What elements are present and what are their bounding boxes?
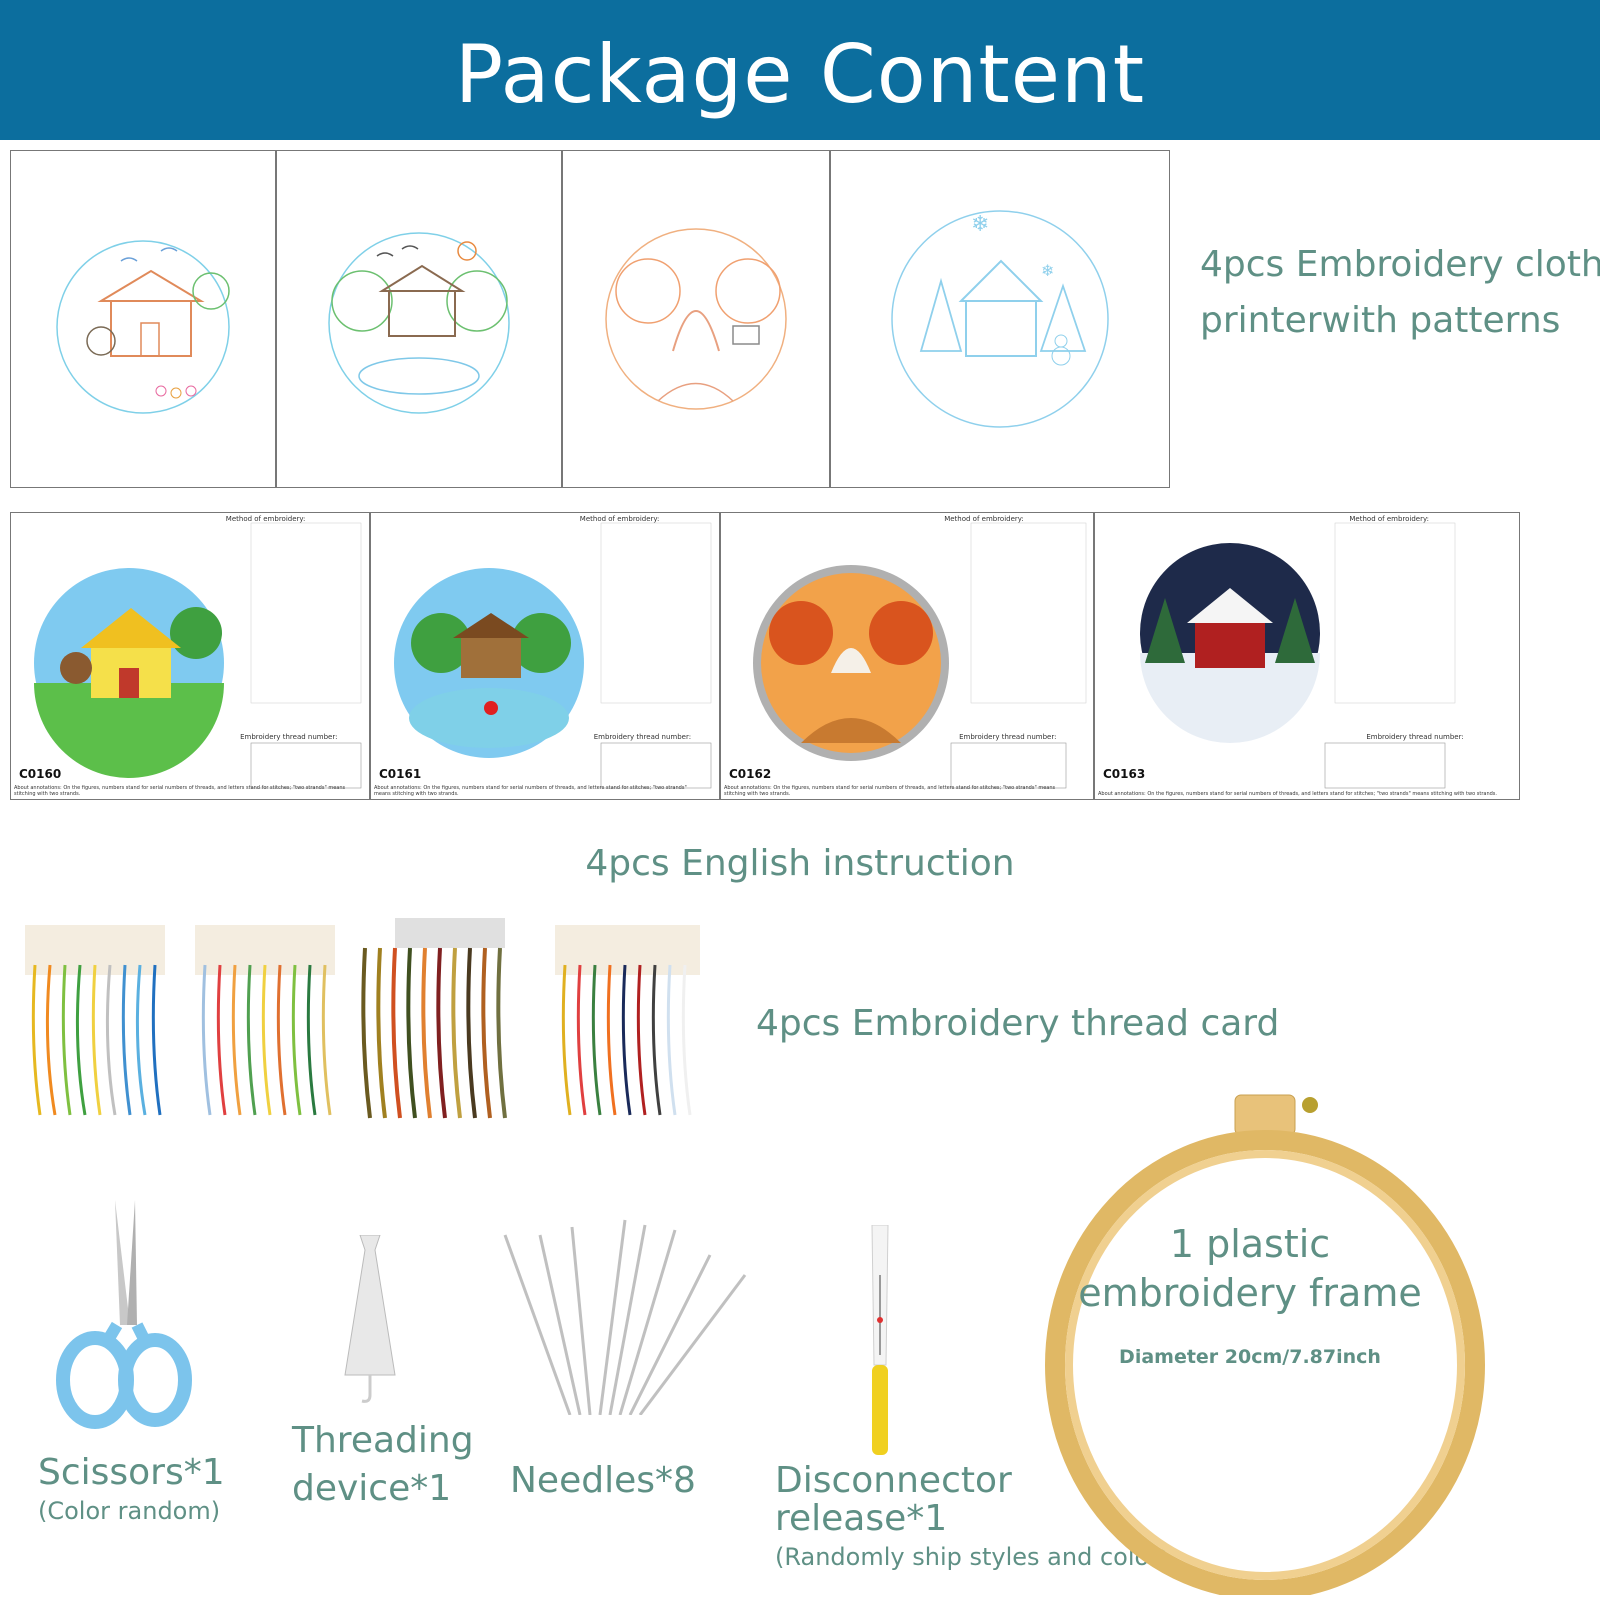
cloth-pattern-autumn-road — [605, 228, 787, 410]
ripper-note: (Randomly ship styles and color) — [775, 1543, 1169, 1571]
method-heading: Method of embroidery: — [579, 515, 660, 523]
annotation-note: About annotations: On the figures, numbe… — [14, 785, 346, 797]
method-heading: Method of embroidery: — [1349, 515, 1429, 523]
thread-card-caption: 4pcs Embroidery thread card — [756, 1003, 1280, 1044]
method-heading: Method of embroidery: — [225, 515, 306, 523]
pattern-code: C0160 — [19, 767, 62, 781]
instruction-illustration — [34, 522, 362, 789]
hoop-label-line1: 1 plastic — [1169, 1222, 1331, 1266]
svg-text:❄: ❄ — [971, 212, 989, 237]
thread-number-heading: Embroidery thread number: — [593, 733, 692, 741]
pattern-code: C0161 — [379, 767, 422, 781]
thread-number-heading: Embroidery thread number: — [959, 733, 1057, 741]
instruction-illustration — [394, 522, 712, 789]
instruction-card: Method of embroidery: Embroidery thread … — [1094, 512, 1520, 800]
needles-label: Needles*8 — [510, 1460, 696, 1501]
scissors-icon — [55, 1195, 195, 1435]
instruction-illustration — [1140, 522, 1456, 789]
instruction-card: Method of embroidery: Embroidery thread … — [720, 512, 1094, 800]
threader-icon — [340, 1235, 400, 1405]
needles-icon — [500, 1215, 750, 1415]
embroidery-cloth-panel — [562, 150, 830, 488]
cloth-pattern-winter-house: ❄ ❄ — [891, 210, 1109, 428]
thread-card-3 — [355, 918, 515, 1128]
pattern-code: C0162 — [729, 767, 772, 781]
threader-label-line1: Threading — [292, 1420, 474, 1461]
embroidery-cloth-panel: ❄ ❄ — [830, 150, 1170, 488]
instruction-card: Method of embroidery: Embroidery thread … — [10, 512, 370, 800]
seam-ripper-icon — [860, 1225, 900, 1465]
hoop-label-line2: embroidery frame — [1078, 1271, 1422, 1315]
thread-number-heading: Embroidery thread number: — [240, 733, 338, 741]
cloth-pattern-cottage-pond — [328, 232, 510, 414]
thread-card-4 — [555, 925, 705, 1125]
annotation-note: About annotations: On the figures, numbe… — [724, 785, 1056, 797]
embroidery-cloth-panel — [276, 150, 562, 488]
cloth-pattern-house-bear — [56, 240, 230, 414]
annotation-note: About annotations: On the figures, numbe… — [1098, 791, 1497, 797]
ripper-label-line1: Disconnector — [775, 1460, 1012, 1501]
method-heading: Method of embroidery: — [944, 515, 1024, 523]
ripper-label-line2: release*1 — [775, 1498, 948, 1539]
cloth-caption-line2: printerwith patterns — [1200, 300, 1561, 341]
instruction-card: Method of embroidery: Embroidery thread … — [370, 512, 720, 800]
threader-label-line2: device*1 — [292, 1468, 452, 1509]
page-title: Package Content — [454, 28, 1146, 121]
embroidery-cloth-panel — [10, 150, 276, 488]
header-banner — [0, 0, 1600, 140]
instruction-caption: 4pcs English instruction — [585, 843, 1015, 884]
annotation-note: About annotations: On the figures, numbe… — [374, 785, 687, 797]
hoop-diameter: Diameter 20cm/7.87inch — [1119, 1346, 1381, 1368]
svg-text:❄: ❄ — [1041, 261, 1054, 280]
embroidery-hoop-icon — [1040, 1085, 1490, 1595]
pattern-code: C0163 — [1103, 767, 1146, 781]
scissors-label: Scissors*1 — [38, 1452, 225, 1493]
instruction-illustration — [753, 522, 1087, 789]
thread-number-heading: Embroidery thread number: — [1366, 733, 1464, 741]
thread-card-2 — [190, 925, 340, 1125]
thread-card-1 — [15, 925, 175, 1125]
scissors-note: (Color random) — [38, 1497, 221, 1525]
cloth-caption-line1: 4pcs Embroidery cloth — [1200, 244, 1600, 285]
